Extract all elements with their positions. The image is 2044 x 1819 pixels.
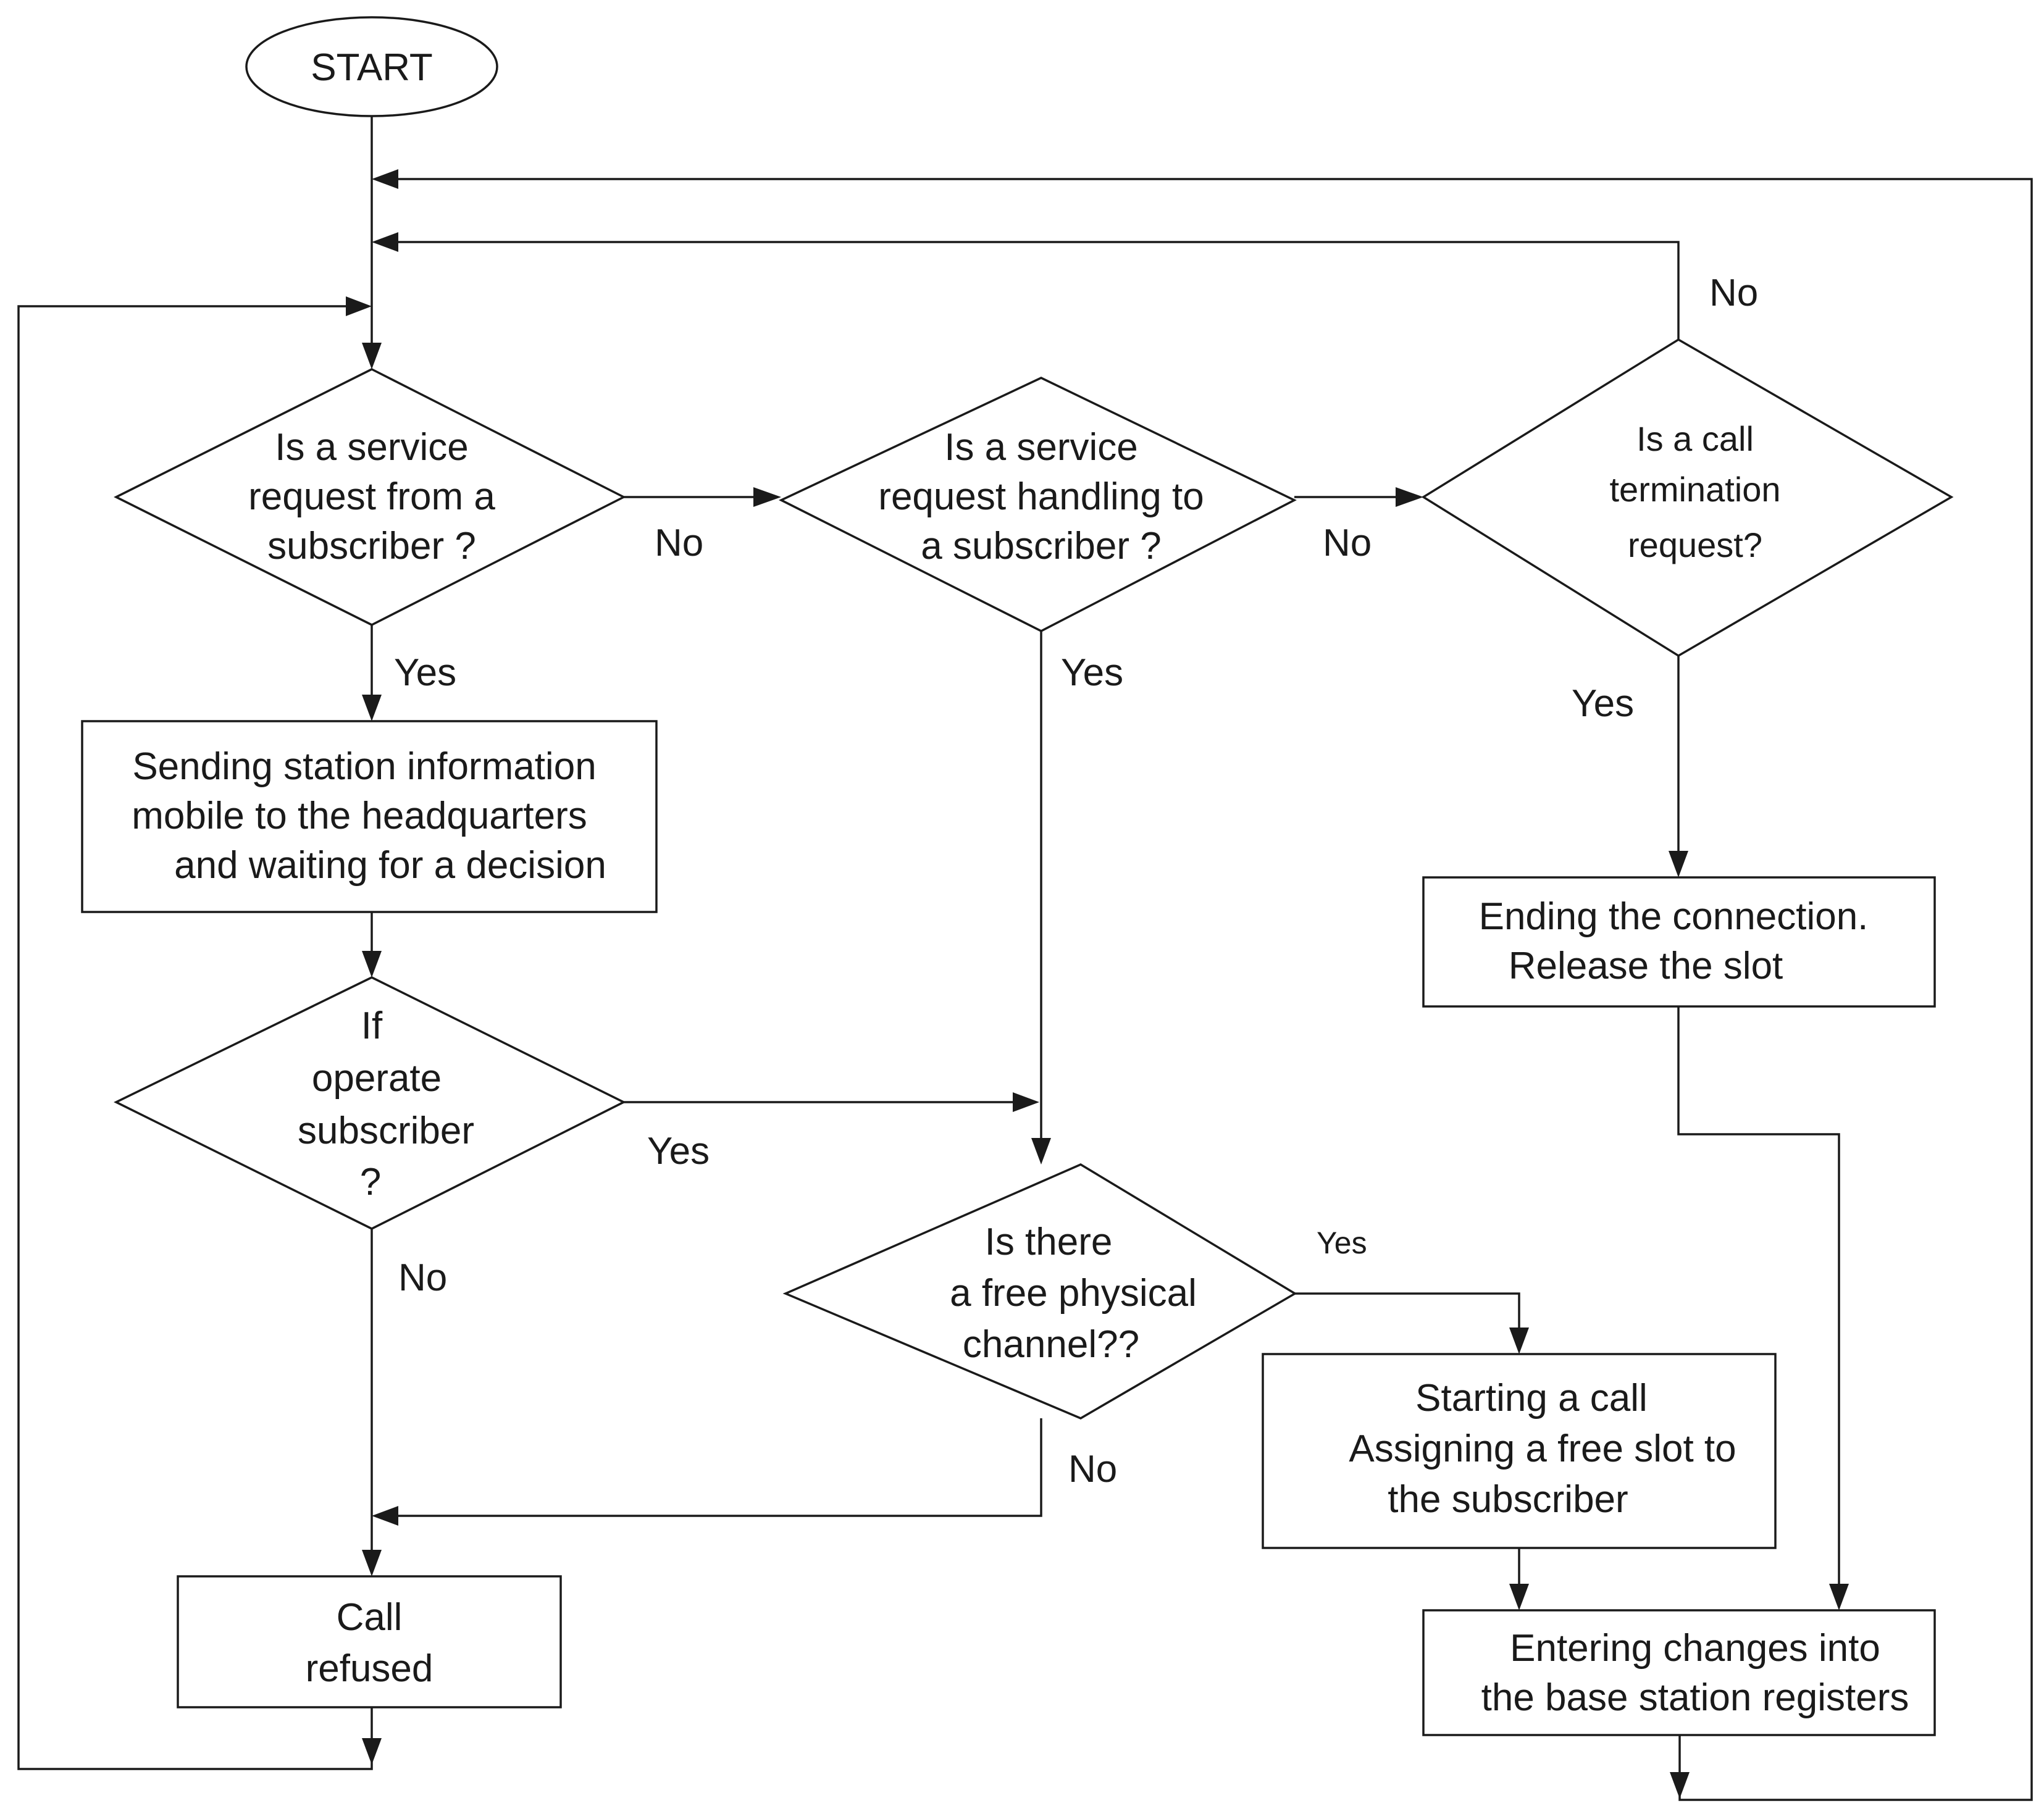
decision-term-line-1: Is a call [1636, 419, 1754, 458]
label-channel-no: No [1068, 1448, 1117, 1491]
label-from-yes: Yes [394, 651, 456, 694]
process-sending-line-2: mobile to the headquarters [132, 795, 587, 837]
process-starting-line-1: Starting a call [1415, 1377, 1648, 1420]
label-channel-yes: Yes [1317, 1226, 1367, 1260]
decision-operate-line-2: operate [312, 1057, 442, 1100]
decision-operate-line-1: If [361, 1005, 383, 1047]
arrowhead-into-ending [1669, 851, 1688, 877]
arrowhead-d1-yes [362, 695, 382, 721]
decision-to-line-2: request handling to [878, 475, 1204, 518]
process-entering-line-1: Entering changes into [1510, 1627, 1880, 1670]
process-starting-call: Starting a call Assigning a free slot to… [1262, 1353, 1777, 1549]
branch-labels: No Yes No Yes No Yes Yes No Yes No [394, 272, 1758, 1491]
decision-from-line-1: Is a service [275, 426, 469, 469]
connector-channel-yes [1295, 1292, 1520, 1328]
decision-operate-line-4: ? [360, 1161, 381, 1203]
arrowhead-into-bottom-end [1670, 1772, 1690, 1799]
process-call-refused: Call refused [177, 1575, 562, 1708]
arrowhead-ending-to-entering [1829, 1584, 1849, 1610]
arrowhead-call-refused-out [362, 1738, 382, 1765]
process-refused-line-1: Call [337, 1596, 403, 1639]
decision-operate-line-3: subscriber [298, 1110, 474, 1152]
decision-term-line-2: termination [1609, 470, 1780, 509]
label-operate-yes: Yes [647, 1130, 710, 1173]
process-refused-line-2: refused [306, 1647, 434, 1690]
connectors [17, 116, 2033, 1801]
connector-ending-to-entering [1677, 1006, 1840, 1584]
arrowhead-start-to-entering [1509, 1584, 1529, 1610]
start-label: START [311, 46, 433, 89]
label-term-yes: Yes [1572, 682, 1634, 725]
label-operate-no: No [398, 1257, 447, 1299]
decision-service-request-to: Is a service request handling to a subsc… [779, 377, 1297, 632]
arrowhead-left-loop [346, 296, 372, 316]
label-to-no: No [1323, 522, 1372, 564]
start-terminal: START [245, 16, 498, 117]
label-from-no: No [655, 522, 703, 564]
arrowhead-sending-to-operate [362, 951, 382, 977]
process-sending-station: Sending station information mobile to th… [81, 720, 658, 913]
process-ending-connection: Ending the connection. Release the slot [1422, 876, 1936, 1008]
decision-call-termination: Is a call termination request? [1421, 338, 1954, 658]
arrowhead-into-starting-call [1509, 1328, 1529, 1354]
process-starting-line-3: the subscriber [1388, 1478, 1628, 1521]
arrowhead-operate-yes [1013, 1092, 1039, 1112]
decision-channel-line-2: a free physical [950, 1272, 1197, 1315]
connector-channel-no [398, 1418, 1042, 1517]
process-ending-line-2: Release the slot [1509, 945, 1783, 987]
process-sending-line-1: Sending station information [132, 745, 596, 788]
decision-channel-line-3: channel?? [963, 1323, 1139, 1366]
arrowhead-termination-no [372, 232, 398, 252]
arrowhead-d2-to-d3 [1396, 487, 1423, 507]
process-entering-changes: Entering changes into the base station r… [1422, 1609, 1936, 1736]
decision-from-line-2: request from a [248, 475, 495, 518]
label-to-yes: Yes [1061, 651, 1123, 694]
arrowhead-into-from-decision [362, 343, 382, 369]
decision-from-line-3: subscriber ? [267, 525, 476, 567]
decision-to-line-3: a subscriber ? [921, 525, 1161, 567]
decision-free-channel: Is there a free physical channel?? [782, 1163, 1297, 1420]
arrowhead-into-call-refused [362, 1550, 382, 1576]
decision-operate-subscriber: If operate subscriber ? [114, 976, 626, 1230]
arrowhead-d1-to-d2 [753, 487, 781, 507]
decision-service-request-from: Is a service request from a subscriber ? [114, 368, 626, 626]
arrowhead-into-free-channel [1031, 1138, 1051, 1165]
decision-to-line-1: Is a service [944, 426, 1138, 469]
decision-channel-line-1: Is there [985, 1221, 1113, 1263]
process-sending-line-3: and waiting for a decision [174, 844, 606, 887]
connector-termination-no [398, 241, 1680, 340]
process-ending-line-1: Ending the connection. [1479, 895, 1869, 938]
process-entering-line-2: the base station registers [1481, 1676, 1909, 1719]
arrowhead-channel-no [372, 1506, 398, 1526]
label-term-no: No [1709, 272, 1758, 314]
decision-term-line-3: request? [1628, 525, 1762, 564]
process-starting-line-2: Assigning a free slot to [1349, 1428, 1736, 1470]
arrowhead-outer-loop [372, 169, 398, 189]
